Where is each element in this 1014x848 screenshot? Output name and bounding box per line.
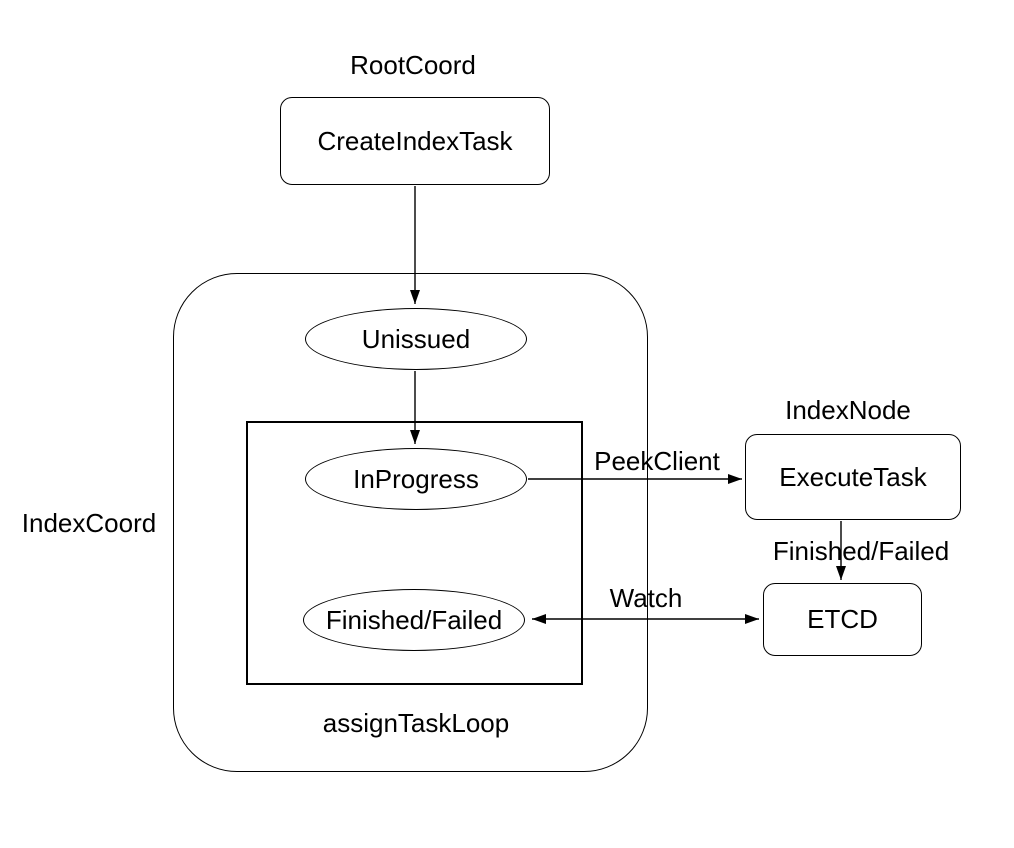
node-in-progress: InProgress [305, 448, 527, 510]
node-finished-failed: Finished/Failed [303, 589, 525, 651]
node-create-index-task-label: CreateIndexTask [317, 125, 513, 156]
assigntaskloop-container [246, 421, 583, 685]
node-unissued-label: Unissued [361, 323, 471, 354]
node-etcd-label: ETCD [807, 604, 878, 634]
indexcoord-label: IndexCoord [21, 508, 157, 538]
indexcoord-container [173, 273, 648, 772]
node-in-progress-label: InProgress [353, 463, 479, 494]
node-finished-failed-label: Finished/Failed [325, 604, 503, 635]
node-create-index-task: CreateIndexTask [280, 97, 550, 185]
node-etcd: ETCD [763, 583, 922, 656]
node-unissued: Unissued [305, 308, 527, 370]
indexnode-label: IndexNode [785, 395, 911, 425]
node-execute-task-label: ExecuteTask [779, 461, 927, 492]
edge-label-finished-failed: Finished/Failed [772, 536, 950, 566]
node-execute-task: ExecuteTask [745, 434, 961, 520]
rootcoord-label: RootCoord [350, 50, 476, 80]
assigntaskloop-label: assignTaskLoop [322, 708, 510, 738]
edge-label-watch: Watch [609, 583, 683, 613]
edge-label-peekclient: PeekClient [594, 446, 720, 476]
